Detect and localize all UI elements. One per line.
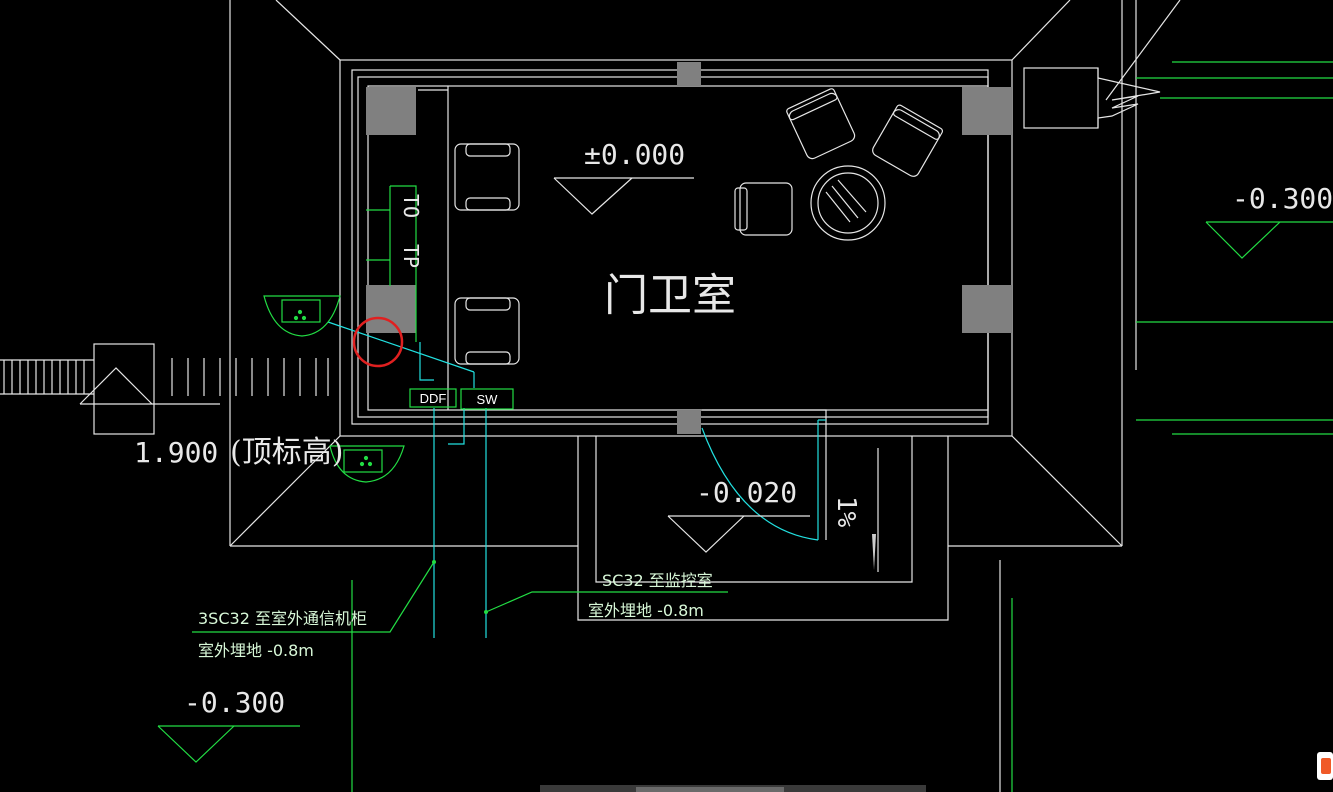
site-ground-lines — [351, 61, 1333, 792]
leader-dot-right — [484, 610, 488, 614]
scrollbar-thumb[interactable] — [636, 787, 784, 792]
app-badge-mark — [1321, 758, 1331, 774]
right-ground-elevation: -0.300 — [1232, 182, 1333, 215]
tp-label: TP — [399, 244, 423, 268]
roof-top-elevation: 1.900 — [134, 436, 218, 469]
conduit-leaders — [192, 561, 728, 633]
slope-arrow — [872, 534, 876, 570]
highlight-circle — [352, 316, 404, 368]
elevation-marker-entrance — [667, 515, 810, 553]
conduit-note-left-1: 3SC32 至室外通信机柜 — [198, 609, 367, 628]
sw-label: SW — [477, 392, 499, 407]
entrance-elevation: -0.020 — [696, 476, 797, 509]
room-floor-elevation: ±0.000 — [584, 138, 685, 171]
to-label: TO — [399, 194, 423, 218]
sw-box[interactable] — [460, 388, 514, 410]
roof-outline — [229, 0, 1123, 547]
elevation-marker-left — [157, 725, 300, 763]
ddf-label: DDF — [420, 391, 447, 406]
conduit-note-left-2: 室外埋地 -0.8m — [198, 641, 314, 660]
leader-dot-left — [432, 560, 436, 564]
elevation-marker-room — [553, 177, 694, 215]
wall-cabinet-symbol-top — [263, 295, 341, 337]
conduit-note-right-2: 室外埋地 -0.8m — [588, 601, 704, 620]
left-gate-steps — [0, 343, 329, 435]
ddf-box[interactable] — [409, 388, 457, 408]
elevation-marker-right — [1205, 221, 1333, 259]
conduit-note-right-1: SC32 至监控室 — [602, 571, 713, 590]
left-ground-elevation: -0.300 — [184, 686, 285, 719]
door-swing — [701, 419, 826, 541]
right-gate — [999, 0, 1181, 792]
slope-label: 1% — [831, 496, 861, 528]
roof-top-note: (顶标高) — [230, 435, 343, 470]
entrance-canopy — [577, 409, 949, 621]
structural-columns — [366, 62, 1012, 434]
building-walls — [351, 69, 989, 425]
to-tp-bracket — [366, 185, 417, 342]
wall-cabinet-symbol-bottom — [329, 445, 405, 483]
furniture — [454, 88, 944, 365]
room-name: 门卫室 — [604, 270, 736, 321]
